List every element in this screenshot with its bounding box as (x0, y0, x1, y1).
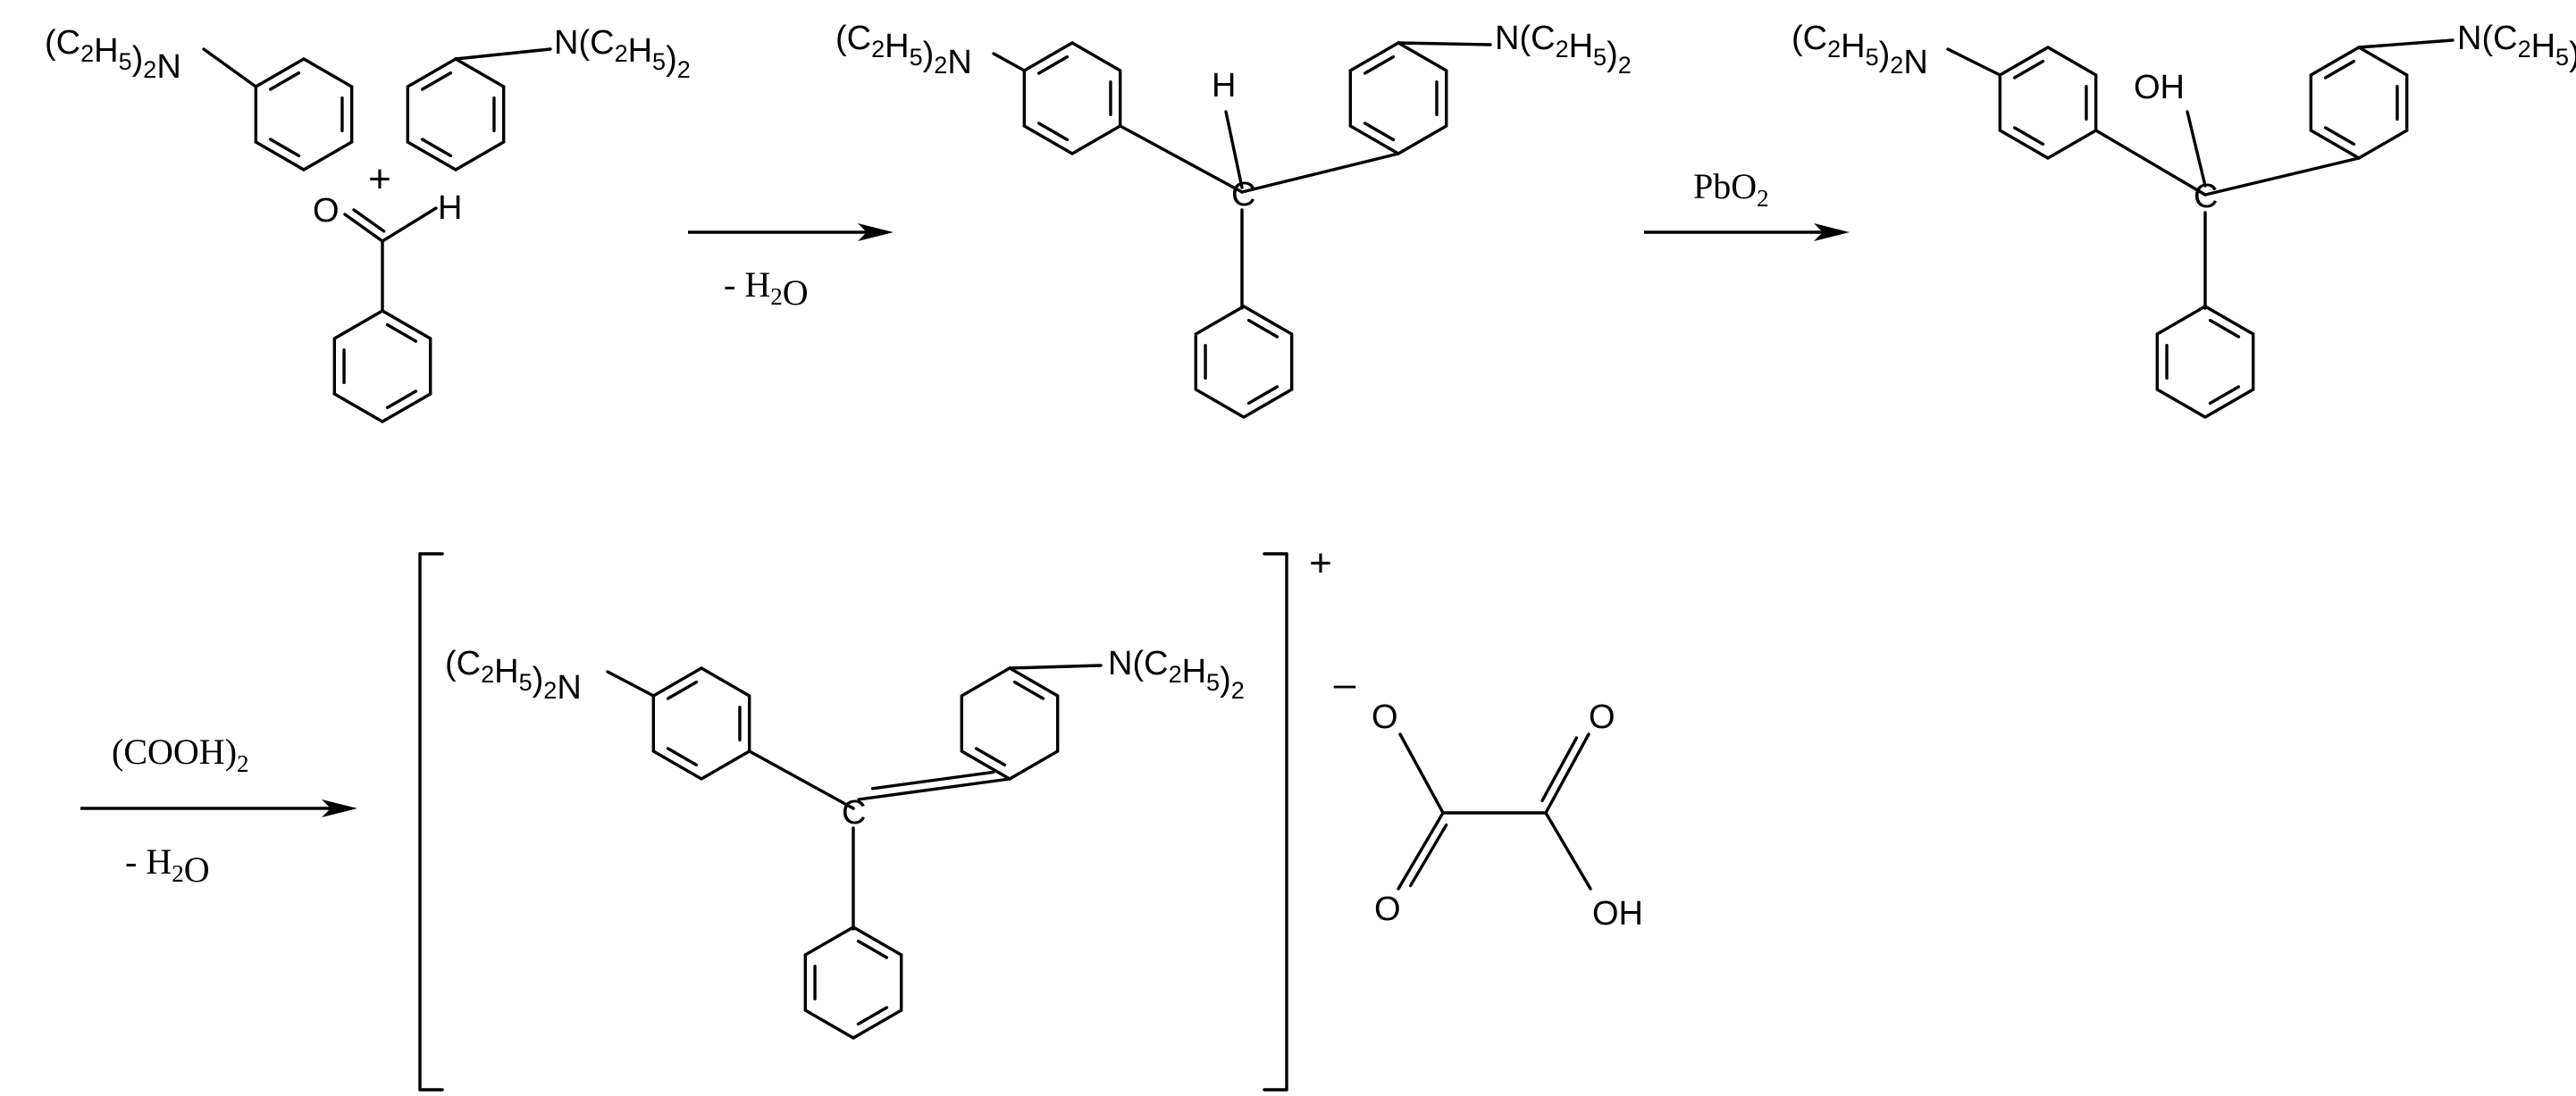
dye-exocyclic-double-bond (857, 777, 1011, 801)
ring-double-bond (2208, 385, 2241, 406)
dye-exocyclic-double-bond (870, 770, 995, 791)
ring-double-bond (666, 680, 699, 700)
ring-double-bond (268, 71, 301, 91)
oxalate-o-label-2: O (1589, 699, 1615, 736)
diethylaniline-ring-2 (406, 57, 506, 172)
oxalate-o-label-1: O (1374, 891, 1401, 928)
step1-reagent-below: - H2O (724, 264, 809, 313)
oxalate-charge: – (1334, 662, 1356, 706)
n-aryl-bond (454, 47, 552, 61)
leuco-left-ring (1022, 41, 1122, 155)
ring-double-bond (666, 747, 699, 767)
ring-double-bond (856, 939, 889, 959)
bond-layer (202, 38, 2454, 1092)
aldehyde-c-o-double-bond (352, 208, 386, 233)
n-aryl-bond (1397, 41, 1492, 46)
leuco-right-ring (1348, 41, 1448, 155)
diethylamino-label-1: (C2H5)2N (45, 24, 181, 86)
reaction-arrow-3-head (322, 799, 357, 817)
oxalate-oh-label: OH (1592, 895, 1643, 933)
ring-double-bond (420, 71, 453, 91)
n-aryl-bond (606, 670, 656, 698)
aldehyde-h-label: H (438, 189, 462, 227)
diethylamino-label-4: N(C2H5)2 (1495, 20, 1632, 79)
dye-aromatic-ring (651, 666, 751, 781)
oxalate-c-o-double-bond-1 (1408, 823, 1448, 888)
ring-double-bond (385, 389, 418, 410)
cation-charge: + (1309, 541, 1332, 585)
ring-double-bond (1036, 121, 1070, 142)
aldehyde-o-label: O (313, 192, 340, 230)
leuco-c-right-bond (1240, 152, 1400, 194)
ring-double-bond (1012, 680, 1045, 700)
arrow-layer (80, 223, 1850, 817)
benzaldehyde-ring (332, 309, 432, 423)
diethylamino-label-7: (C2H5)2N (445, 645, 582, 707)
carbinol-oh-label: OH (2134, 69, 2185, 106)
n-aryl-bond (2357, 38, 2454, 49)
ring-double-bond (1246, 318, 1280, 339)
carbinol-c-oh-bond (2186, 110, 2207, 188)
reaction-arrow-2-head (1814, 223, 1850, 241)
oxalate-o-c-bond (1398, 732, 1445, 815)
ring-double-bond (2323, 59, 2356, 79)
dye-phenyl-ring (803, 925, 903, 1040)
ring-double-bond (1363, 54, 1396, 75)
ring-double-bond (1036, 54, 1070, 75)
diethylamino-label-6: N(C2H5)2 (2457, 20, 2576, 79)
ring-double-bond (1246, 385, 1280, 406)
ring-double-bond (1363, 121, 1396, 142)
carbinol-right-ring (2309, 46, 2409, 160)
step3-reagent-above: (COOH)2 (112, 732, 249, 777)
n-aryl-bond (992, 52, 1027, 72)
n-aryl-bond (1946, 47, 2002, 77)
carbinol-c-right-bond (2203, 156, 2361, 197)
ring-double-bond (268, 138, 301, 158)
leuco-h-label: H (1212, 67, 1236, 105)
plus-sign-reactants: + (368, 157, 391, 201)
oxalate-c-o-double-bond-2 (1540, 736, 1579, 803)
ring-double-bond (2012, 126, 2045, 146)
carbinol-c-left-bond (2094, 129, 2207, 197)
ring-double-bond (974, 747, 1007, 767)
oxalate-c-o-double-bond-2 (1544, 732, 1590, 815)
n-ring-bond (1008, 664, 1103, 670)
ring-double-bond (2323, 126, 2356, 146)
aldehyde-c-h-bond (381, 206, 438, 243)
diethylamino-label-3: (C2H5)2N (835, 20, 972, 81)
dye-c-aryl-bond (747, 749, 855, 810)
step2-reagent-above: PbO2 (1693, 166, 1769, 212)
ring-double-bond (420, 138, 453, 158)
ring-double-bond (2012, 59, 2045, 79)
leuco-central-c: C (1231, 176, 1255, 213)
aldehyde-c-o-double-bond (343, 213, 384, 243)
ring-double-bond (856, 1006, 889, 1026)
dye-quinoid-ring (960, 666, 1060, 781)
reaction-arrow-1-head (858, 223, 894, 241)
diethylamino-label-5: (C2H5)2N (1791, 20, 1928, 81)
diethylamino-label-8: N(C2H5)2 (1108, 645, 1245, 704)
leuco-c-left-bond (1118, 124, 1244, 194)
carbinol-phenyl-ring (2155, 305, 2255, 419)
dye-central-c: C (842, 794, 866, 832)
leuco-c-h-bond (1224, 110, 1244, 189)
ring-double-bond (385, 322, 418, 343)
oxalate-c-oh-bond (1544, 811, 1592, 891)
leuco-phenyl-ring (1194, 305, 1294, 419)
carbinol-central-c: C (2194, 178, 2218, 215)
oxalate-c-o-double-bond-1 (1397, 811, 1445, 891)
oxalate-o-minus: O (1372, 699, 1398, 736)
ring-double-bond (2208, 318, 2241, 339)
carbinol-left-ring (1998, 46, 2098, 160)
diethylamino-label-2: N(C2H5)2 (554, 24, 691, 83)
diethylaniline-ring-1 (254, 57, 354, 172)
n-aryl-bond (202, 47, 258, 88)
step3-reagent-below: - H2O (125, 841, 210, 890)
